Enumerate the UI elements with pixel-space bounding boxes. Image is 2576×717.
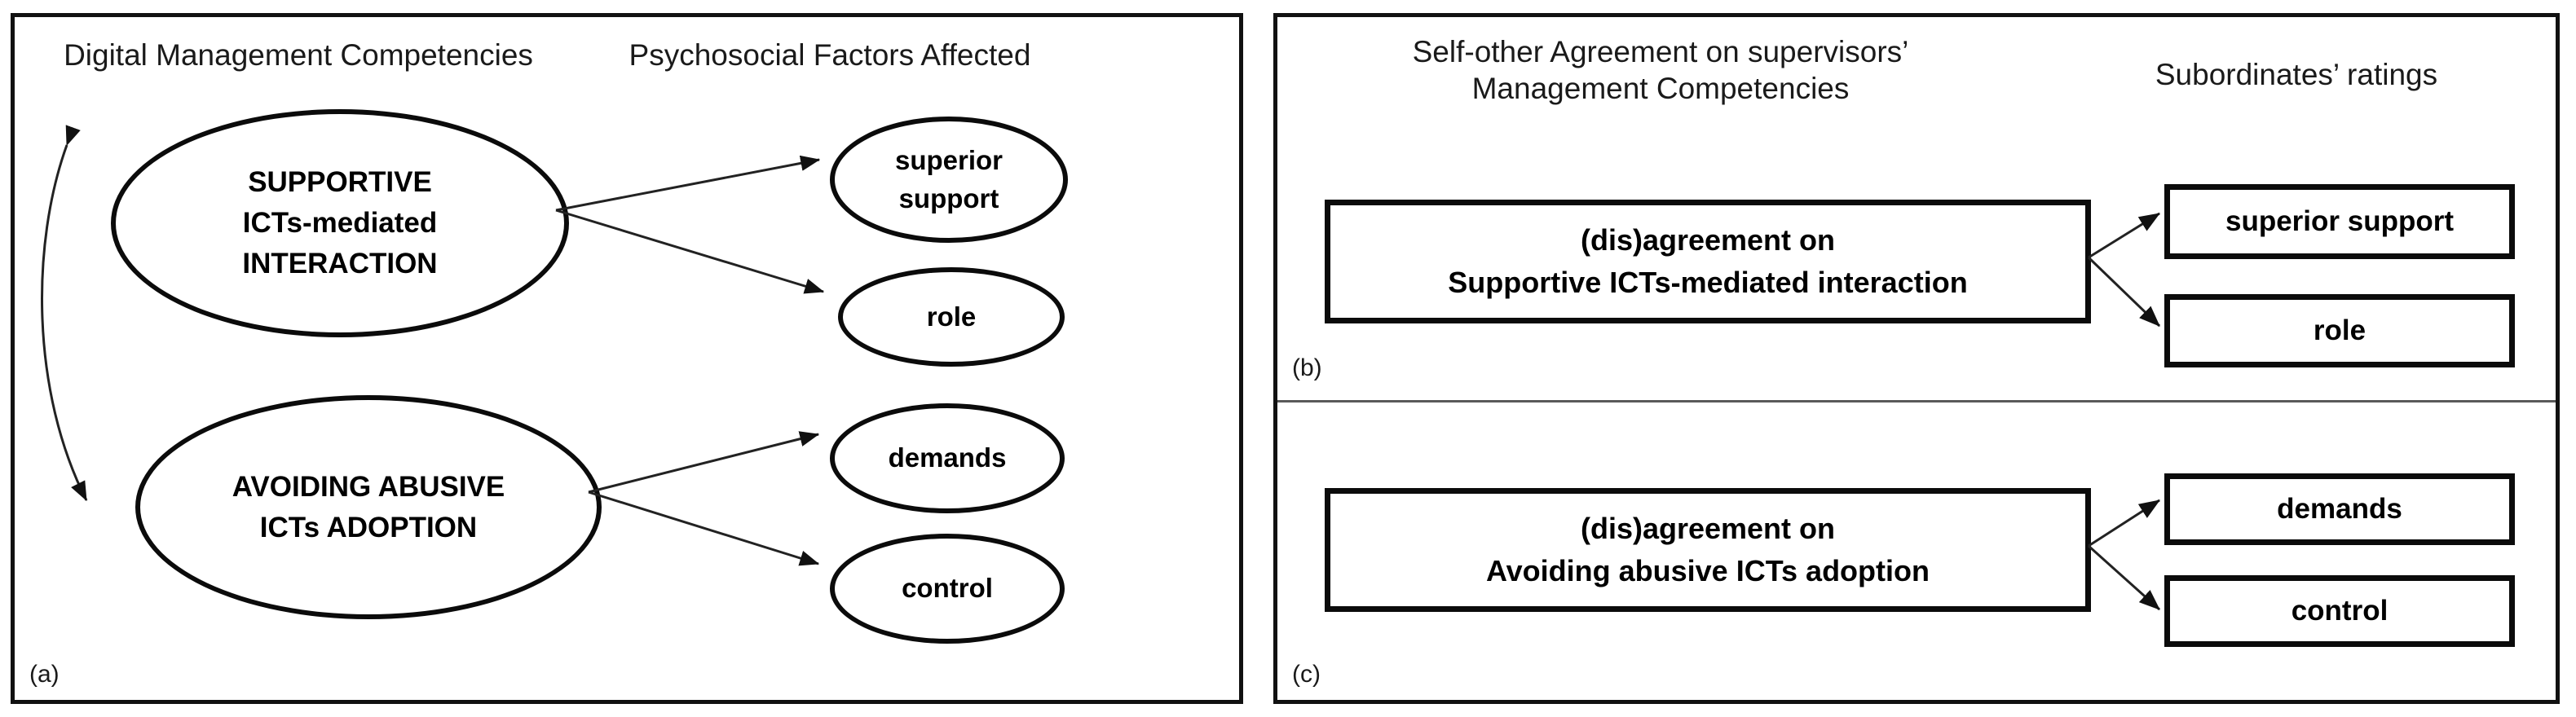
panel-b-header-right: Subordinates’ ratings — [2155, 58, 2438, 91]
panel-b-letter: (b) — [1292, 354, 1322, 381]
panel-bc-frame: Self-other Agreement on supervisors’ Man… — [1273, 13, 2560, 704]
panel-a-letter: (a) — [29, 661, 60, 688]
node-role-ellipse[interactable]: role — [838, 267, 1065, 367]
node-control-ellipse[interactable]: control — [830, 534, 1065, 644]
panel-a-header-left: Digital Management Competencies — [64, 38, 533, 72]
node-avoiding-abusive-ict-adoption[interactable]: AVOIDING ABUSIVE ICTs ADOPTION — [135, 395, 602, 619]
panel-a-header-right: Psychosocial Factors Affected — [629, 38, 1031, 72]
node-disagreement-avoiding-abusive-adoption[interactable]: (dis)agreement on Avoiding abusive ICTs … — [1325, 488, 2091, 612]
node-control-box[interactable]: control — [2164, 575, 2515, 647]
node-superior-support-ellipse[interactable]: superior support — [830, 117, 1068, 243]
panel-divider — [1277, 400, 2556, 402]
panel-b-header-left: Self-other Agreement on supervisors’ Man… — [1412, 35, 1909, 106]
node-supportive-ict-interaction[interactable]: SUPPORTIVE ICTs-mediated INTERACTION — [111, 109, 569, 337]
node-role-box[interactable]: role — [2164, 294, 2515, 367]
node-demands-box[interactable]: demands — [2164, 473, 2515, 545]
panel-c-letter: (c) — [1292, 661, 1321, 688]
node-disagreement-supportive-interaction[interactable]: (dis)agreement on Supportive ICTs-mediat… — [1325, 200, 2091, 323]
node-demands-ellipse[interactable]: demands — [830, 403, 1065, 513]
node-superior-support-box[interactable]: superior support — [2164, 184, 2515, 259]
panel-a: Digital Management Competencies Psychoso… — [11, 13, 1243, 704]
